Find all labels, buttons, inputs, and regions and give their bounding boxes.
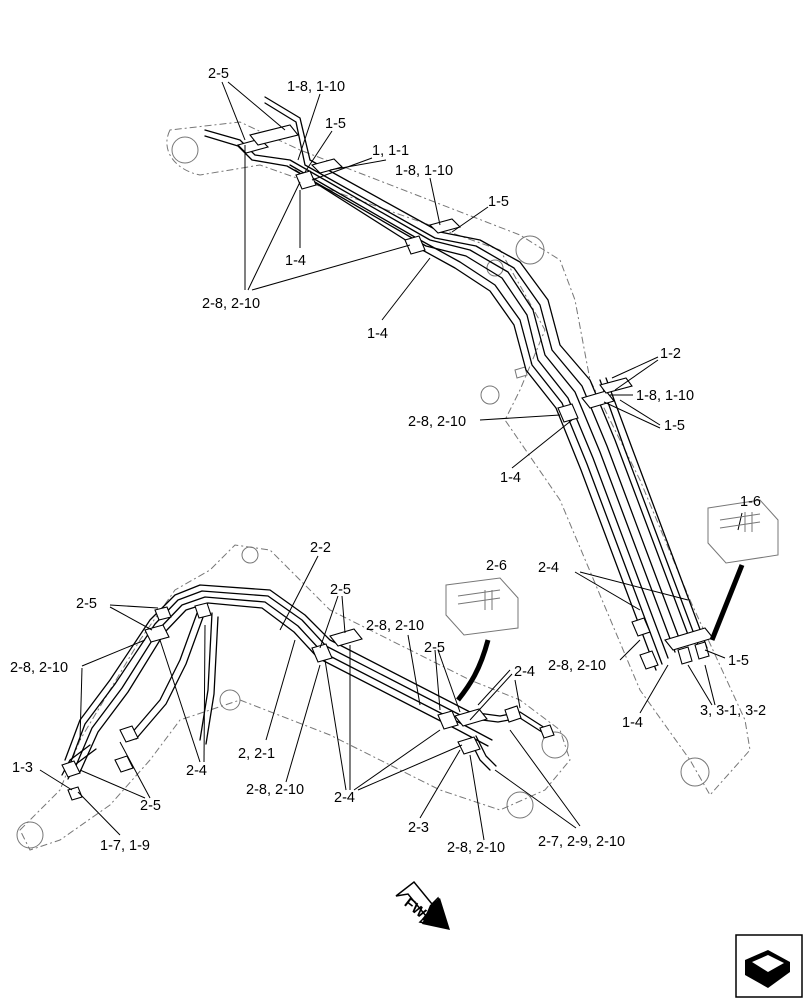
lower-leader-lines xyxy=(39,555,581,841)
callout: 1-4 xyxy=(500,470,521,486)
upper-hose-bundle xyxy=(204,96,708,671)
callout: 1-7, 1-9 xyxy=(100,838,150,854)
callout: 1-8, 1-10 xyxy=(395,163,453,179)
callout: 2-3 xyxy=(408,820,429,836)
detail-inset-1-6 xyxy=(707,499,779,564)
callout: 2-8, 2-10 xyxy=(202,296,260,312)
callout: 2, 2-1 xyxy=(238,746,275,762)
callout: 2-5 xyxy=(76,596,97,612)
callout: 2-5 xyxy=(140,798,161,814)
callout: 2-7, 2-9, 2-10 xyxy=(538,834,625,850)
lower-clamps xyxy=(61,602,555,801)
callout: 1-5 xyxy=(488,194,509,210)
callout-labels: 2-5 1-8, 1-10 1-5 1, 1-1 1-8, 1-10 1-5 1… xyxy=(10,66,766,856)
callout: 1-8, 1-10 xyxy=(636,388,694,404)
callout: 2-8, 2-10 xyxy=(408,414,466,430)
callout: 2-8, 2-10 xyxy=(447,840,505,856)
callout: 1, 1-1 xyxy=(372,143,409,159)
callout: 2-8, 2-10 xyxy=(10,660,68,676)
page-navigation-icon[interactable] xyxy=(735,934,803,998)
callout: 2-6 xyxy=(486,558,507,574)
callout: 2-5 xyxy=(208,66,229,82)
callout: 2-8, 2-10 xyxy=(366,618,424,634)
callout: 1-8, 1-10 xyxy=(287,79,345,95)
callout: 2-2 xyxy=(310,540,331,556)
callout: 1-6 xyxy=(740,494,761,510)
callout: 1-3 xyxy=(12,760,33,776)
callout: 2-5 xyxy=(330,582,351,598)
callout: 2-8, 2-10 xyxy=(246,782,304,798)
callout: 1-5 xyxy=(728,653,749,669)
callout: 3, 3-1, 3-2 xyxy=(700,703,766,719)
callout: 2-4 xyxy=(186,763,207,779)
callout: 1-4 xyxy=(285,253,306,269)
callout: 1-4 xyxy=(622,715,643,731)
callout: 1-4 xyxy=(367,326,388,342)
callout: 1-5 xyxy=(664,418,685,434)
lower-arm-outline xyxy=(16,544,571,851)
forward-arrow: FWD xyxy=(395,880,450,930)
callout: 2-4 xyxy=(538,560,559,576)
callout: 1-5 xyxy=(325,116,346,132)
callout: 2-5 xyxy=(424,640,445,656)
upper-boom-outline xyxy=(166,121,751,796)
callout: 2-8, 2-10 xyxy=(548,658,606,674)
callout: 2-4 xyxy=(514,664,535,680)
callout: 2-4 xyxy=(334,790,355,806)
callout: 1-2 xyxy=(660,346,681,362)
detail-inset-2-6 xyxy=(445,577,519,636)
upper-leader-lines xyxy=(221,81,745,714)
